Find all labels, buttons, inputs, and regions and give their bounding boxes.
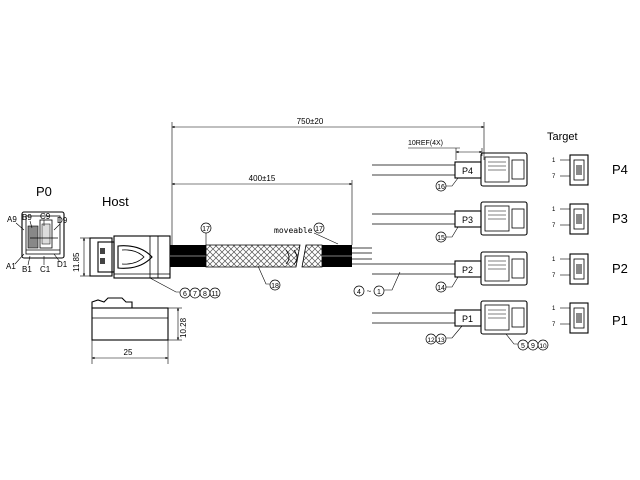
- callouts-breakout: 16 15 14 4 ~ 1 12 13 5 9 10: [353, 177, 549, 351]
- pin-d9-label: D9: [57, 216, 68, 225]
- callout-17b: 17: [315, 226, 323, 233]
- overall-length-text: 750±20: [297, 117, 324, 126]
- plug-p4: P4: [454, 152, 528, 187]
- plug-p3-tag: P3: [462, 215, 473, 225]
- target-p2-label: P2: [612, 261, 628, 276]
- target-face-p1: 1 7 P1: [552, 302, 628, 334]
- target-face-p3: 1 7 P3: [552, 203, 628, 235]
- target-p1-pin7: 7: [552, 322, 556, 328]
- callout-5: 5: [521, 343, 525, 350]
- target-face-p4: 1 7 P4: [552, 154, 628, 186]
- pin-c9-label: C9: [40, 212, 51, 221]
- pin-a1-label: A1: [6, 262, 16, 271]
- plug-p1-tag: P1: [462, 314, 473, 324]
- plug-p1: P1: [454, 300, 528, 335]
- target-section: Target 1 7 P4 1 7 P3 1: [547, 131, 628, 334]
- plug-p2-tag: P2: [462, 265, 473, 275]
- plug-p3: P3: [454, 201, 528, 236]
- callout-14: 14: [437, 285, 445, 292]
- callout-tilde: ~: [367, 287, 372, 296]
- target-p3-pin7: 7: [552, 223, 556, 229]
- callout-1: 1: [377, 289, 381, 296]
- breakout-length-text: 400±15: [249, 174, 276, 183]
- main-cable: moveable: [170, 226, 372, 268]
- target-p1-pin1: 1: [552, 306, 556, 312]
- target-face-p2: 1 7 P2: [552, 253, 628, 285]
- callout-7: 7: [193, 291, 197, 298]
- callout-11: 11: [211, 291, 218, 298]
- callout-10: 10: [539, 343, 547, 350]
- callouts-host: 6 7 8 11: [149, 277, 221, 299]
- callouts-cable: 17 17 18: [200, 222, 325, 291]
- overall-length-dimension: 750±20: [171, 117, 485, 245]
- target-p2-pin1: 1: [552, 257, 556, 263]
- callout-8: 8: [203, 291, 207, 298]
- callout-17a: 17: [202, 226, 210, 233]
- pin-b1-label: B1: [22, 265, 32, 274]
- callout-6: 6: [183, 291, 187, 298]
- callout-18: 18: [271, 283, 279, 290]
- target-p4-pin1: 1: [552, 158, 556, 164]
- target-p1-label: P1: [612, 313, 628, 328]
- pin-d1-label: D1: [57, 260, 68, 269]
- latch-side-view: 10.28 25: [91, 297, 188, 364]
- callout-13: 13: [437, 337, 445, 344]
- target-p4-pin7: 7: [552, 174, 556, 180]
- latch-width-dimension: 25: [124, 348, 133, 357]
- latch-height-dimension: 10.28: [179, 317, 188, 338]
- callout-9: 9: [531, 343, 535, 350]
- pin-a9-label: A9: [7, 215, 17, 224]
- host-label: Host: [102, 194, 129, 209]
- callout-12: 12: [427, 337, 435, 344]
- pin-b9-label: B9: [22, 213, 32, 222]
- ref-length-dimension: 10REF(4X): [408, 140, 483, 160]
- pin-c1-label: C1: [40, 265, 51, 274]
- breakout-length-dimension: 400±15: [171, 174, 353, 245]
- plug-p2: P2: [454, 251, 528, 286]
- target-p4-label: P4: [612, 162, 628, 177]
- p0-label: P0: [36, 184, 52, 199]
- moveable-note: moveable: [274, 226, 313, 235]
- callout-15: 15: [437, 235, 445, 242]
- p0-connector-face: P0 A9 B9 C9 D9 A1 B1 C1 D1: [6, 184, 68, 274]
- plug-p4-tag: P4: [462, 166, 473, 176]
- ref-length-text: 10REF(4X): [408, 140, 443, 147]
- host-height-dimension: 11.85: [72, 252, 81, 272]
- target-p3-pin1: 1: [552, 207, 556, 213]
- target-label: Target: [547, 131, 578, 143]
- host-connector: Host 11.85: [72, 194, 171, 279]
- callout-16: 16: [437, 184, 445, 191]
- target-p2-pin7: 7: [552, 273, 556, 279]
- callout-4: 4: [357, 289, 361, 296]
- target-p3-label: P3: [612, 211, 628, 226]
- breakout-wires: [372, 164, 455, 324]
